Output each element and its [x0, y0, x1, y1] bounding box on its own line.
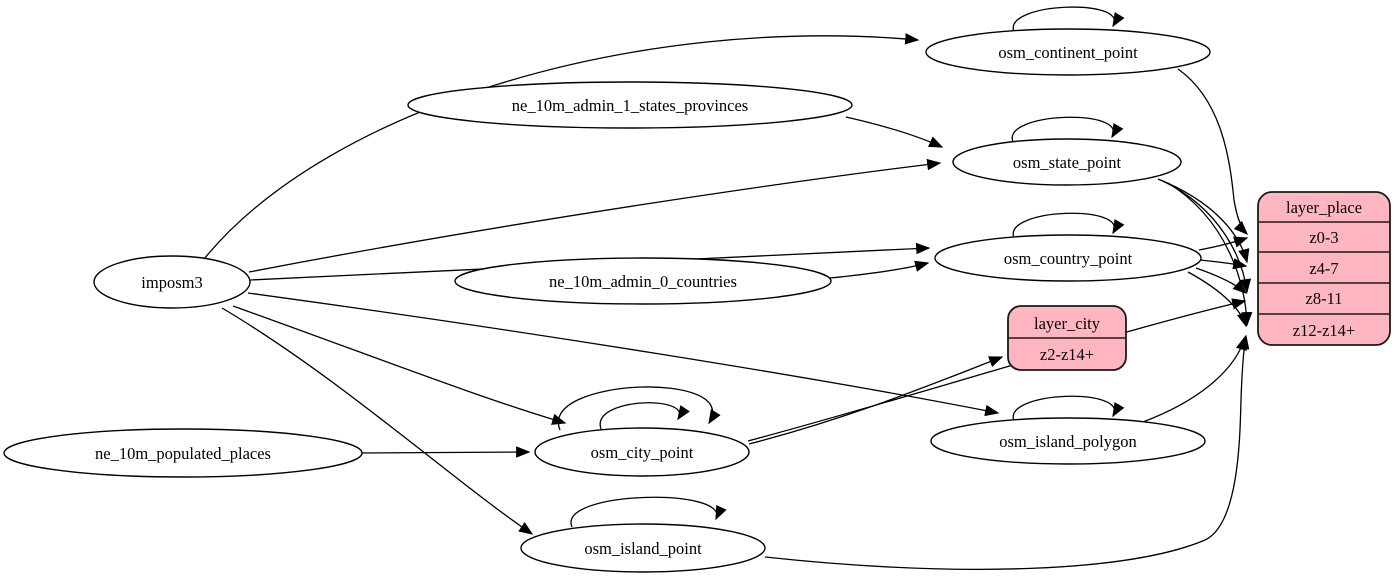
layer_place-row-z12-z14: z12-z14+ [1293, 321, 1355, 340]
osm_island_polygon-label: osm_island_polygon [999, 432, 1137, 451]
node-ne_10m_admin_0_countries: ne_10m_admin_0_countries [454, 257, 832, 305]
osm_city_point-label: osm_city_point [591, 443, 694, 462]
osm_state_point-ellipse [952, 138, 1182, 186]
edge-osm_country_point-layer_place-z0-3 [1198, 236, 1249, 251]
layer_place-row-z8-11: z8-11 [1306, 289, 1343, 308]
edge-osm_country_point-layer_place-z4-7 [1199, 258, 1248, 270]
edge-osm_continent_point-layer_place-z0-3 [1177, 68, 1249, 236]
layer_place-row-z0-3: z0-3 [1309, 228, 1338, 247]
node-osm_island_point: osm_island_point [520, 523, 766, 573]
edge-osm_city_point-layer_city-z2-z14 [748, 356, 1004, 445]
osm_continent_point-ellipse [925, 28, 1211, 76]
node-ne_10m_admin_1_states_provinces: ne_10m_admin_1_states_provinces [407, 81, 853, 129]
osm_country_point-ellipse [934, 234, 1202, 282]
edge-imposm3-osm_island_point [221, 307, 534, 535]
record-layer_city: layer_city z2-z14+ [1007, 305, 1127, 371]
ne_10m_admin_0_countries-label: ne_10m_admin_0_countries [549, 272, 737, 291]
osm_island_polygon-ellipse [930, 417, 1206, 465]
self-loop-osm_island_polygon [1012, 395, 1125, 422]
self-loop-osm_island_point [570, 496, 727, 528]
ne_10m_admin_0_countries-ellipse [454, 257, 832, 305]
layer_city-row-z2-z14: z2-z14+ [1040, 345, 1094, 364]
record-layer_place: layer_place z0-3 z4-7 z8-11 z12-z14+ [1257, 191, 1391, 346]
edge-osm_country_point-layer_place-z8-11 [1195, 267, 1248, 294]
layer_place-title: layer_place [1286, 198, 1362, 217]
self-loop-osm_state_point [1011, 116, 1124, 143]
edge-imposm3-osm_island_polygon [247, 292, 1000, 417]
node-ne_10m_populated_places: ne_10m_populated_places [3, 428, 363, 478]
ne_10m_admin_1_states_provinces-ellipse [407, 81, 853, 129]
imposm3-label: imposm3 [141, 273, 202, 292]
edge-ne_10m_populated_places-osm_city_point [360, 446, 531, 458]
self-loop-outer-osm_city_point [557, 386, 721, 431]
osm_state_point-label: osm_state_point [1013, 153, 1122, 172]
edge-osm_state_point-layer_place-z4-7 [1157, 178, 1250, 264]
edge-imposm3-osm_city_point [232, 305, 567, 425]
self-loop-osm_continent_point [1012, 6, 1125, 33]
edge-ne_10m_admin_0_countries-osm_country_point [829, 260, 930, 279]
osm_island_point-ellipse [520, 523, 766, 573]
edge-imposm3-osm_state_point [248, 158, 942, 273]
node-imposm3: imposm3 [93, 255, 251, 309]
node-osm_state_point: osm_state_point [952, 138, 1182, 186]
edge-osm_state_point-layer_place-z12-z14 [1167, 182, 1253, 327]
layer_place-row-z4-7: z4-7 [1309, 259, 1338, 278]
osm_continent_point-label: osm_continent_point [998, 43, 1138, 62]
osm_city_point-ellipse [534, 427, 750, 477]
imposm3-ellipse [93, 255, 251, 309]
ne_10m_populated_places-label: ne_10m_populated_places [95, 444, 271, 463]
self-loop-inner-osm_city_point [599, 402, 690, 430]
osm_country_point-label: osm_country_point [1004, 249, 1133, 268]
edge-osm_island_polygon-layer_place-z12-z14 [1139, 335, 1247, 424]
node-osm_country_point: osm_country_point [934, 234, 1202, 282]
edge-osm_city_point-layer_place-z8-11 [747, 298, 1247, 442]
edge-osm_island_point-layer_place-z12-z14 [764, 334, 1250, 570]
node-osm_island_polygon: osm_island_polygon [930, 417, 1206, 465]
self-loop-osm_country_point [1012, 212, 1125, 239]
edge-osm_country_point-layer_place-z12-z14 [1187, 271, 1248, 328]
ne_10m_admin_1_states_provinces-label: ne_10m_admin_1_states_provinces [512, 96, 748, 115]
edge-ne_10m_admin_1_states_provinces-osm_state_point [845, 116, 944, 148]
layer_place-box [1257, 191, 1391, 346]
node-osm_city_point: osm_city_point [534, 427, 750, 477]
edge-imposm3-osm_continent_point [203, 33, 920, 260]
node-osm_continent_point: osm_continent_point [925, 28, 1211, 76]
ne_10m_populated_places-ellipse [3, 428, 363, 478]
layer_city-title: layer_city [1034, 314, 1101, 333]
osm_island_point-label: osm_island_point [584, 539, 702, 558]
